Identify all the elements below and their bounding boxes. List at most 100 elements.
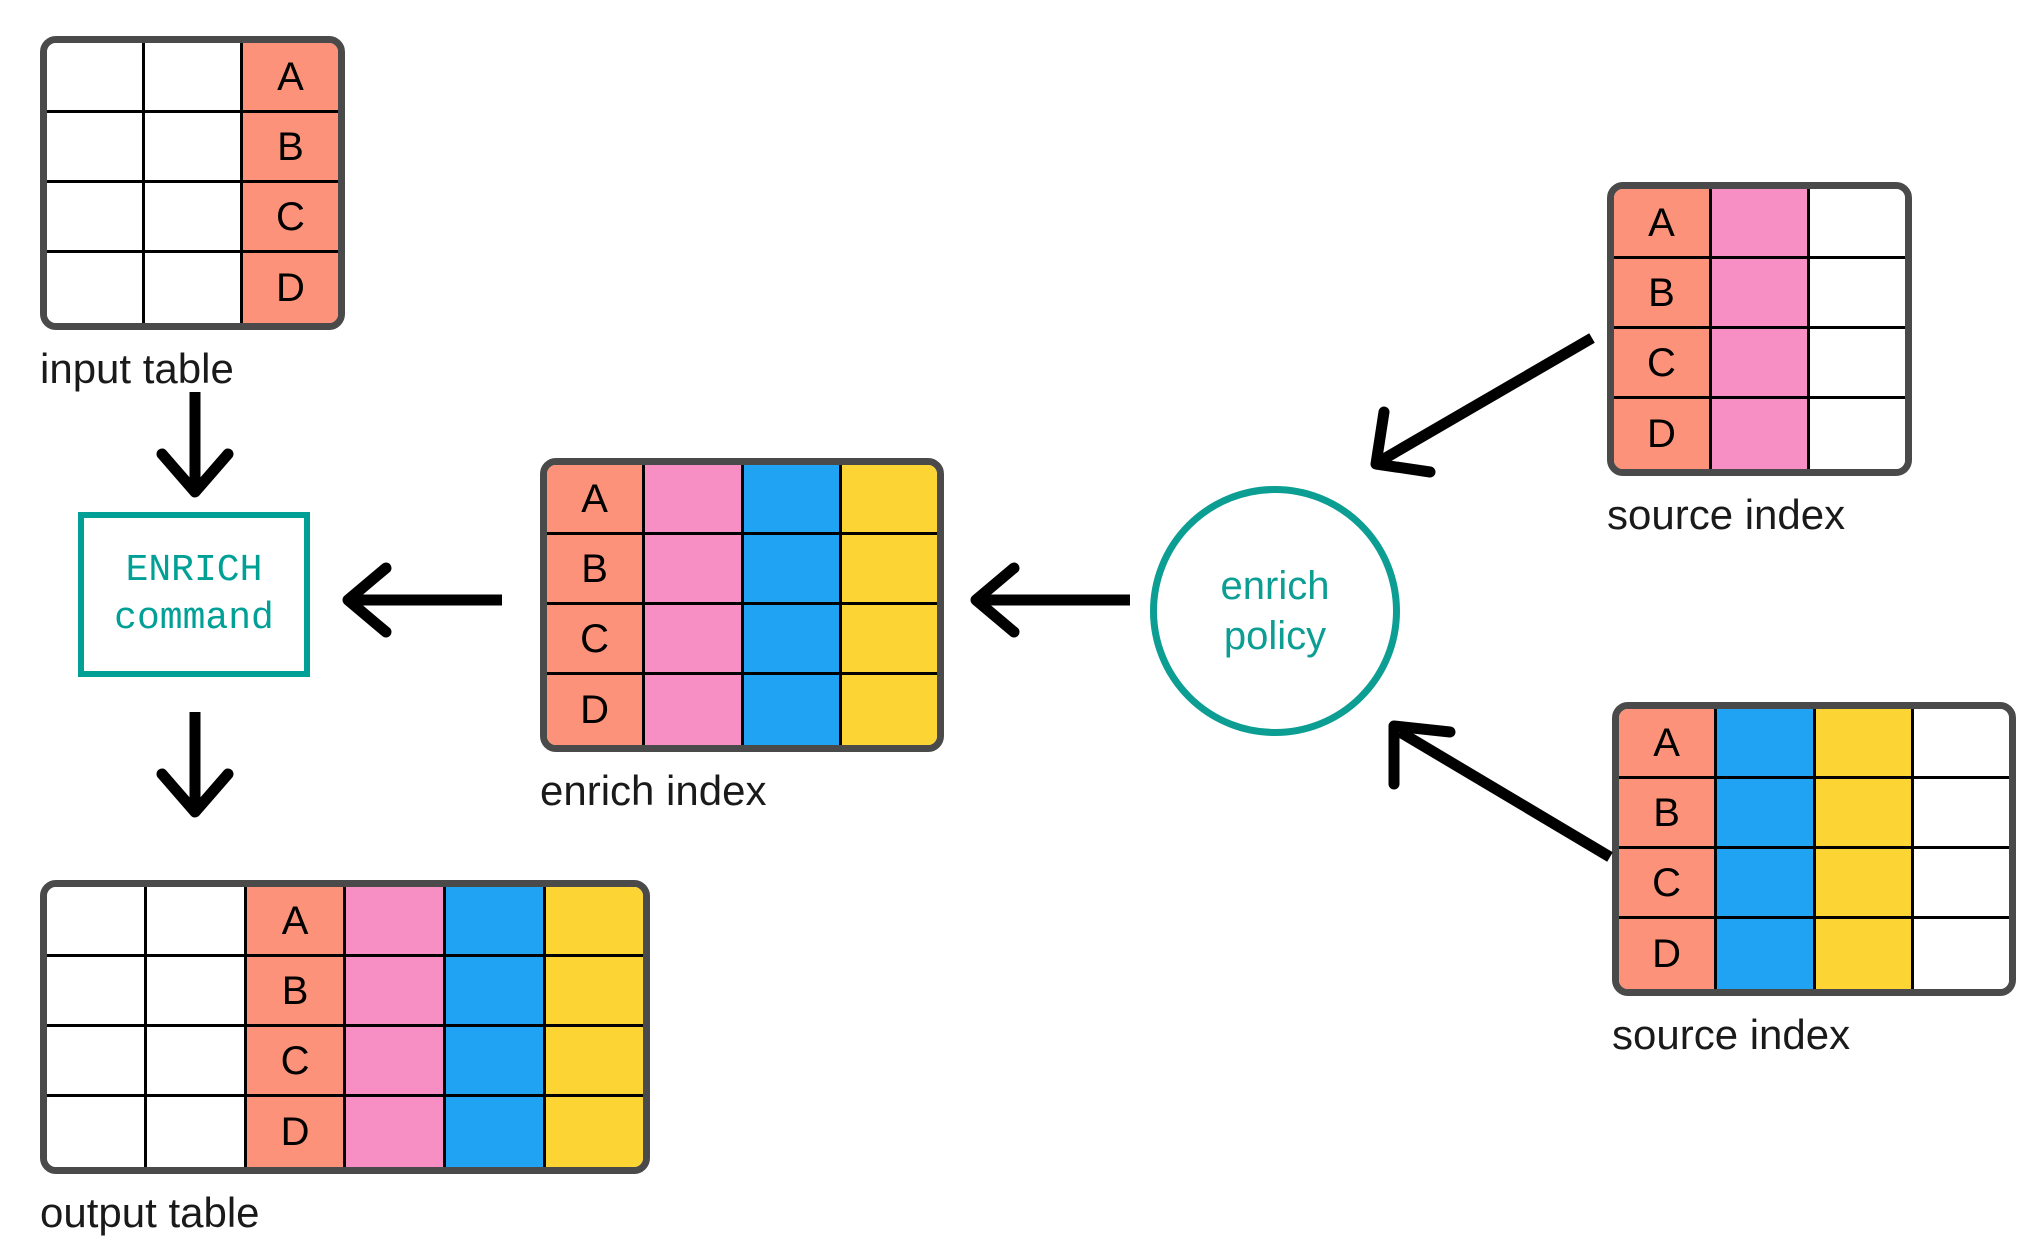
table-cell <box>446 1027 547 1097</box>
table-cell <box>743 605 842 675</box>
table-row: D <box>47 1097 643 1167</box>
table-cell <box>146 1027 247 1097</box>
arrow-command-to-output <box>156 712 234 818</box>
table-row: A <box>1614 189 1905 259</box>
table-cell-key: A <box>547 465 646 535</box>
table-cell-key: C <box>246 1027 347 1097</box>
enrich-policy-line-1: enrich <box>1220 564 1330 608</box>
table-cell <box>841 465 937 535</box>
table-cell <box>145 113 243 183</box>
table-cell <box>1913 779 2009 849</box>
table-cell <box>645 675 744 745</box>
table-cell <box>446 887 547 957</box>
table-row: D <box>1619 919 2009 989</box>
table-cell <box>645 465 744 535</box>
table-cell-key: B <box>243 113 338 183</box>
arrow-enrich-index-to-command <box>342 562 502 638</box>
table-cell <box>47 43 145 113</box>
table-cell-key: D <box>547 675 646 745</box>
table-cell <box>743 465 842 535</box>
table-cell-key: D <box>1614 399 1712 469</box>
table-cell <box>346 1027 447 1097</box>
table-cell <box>1810 259 1905 329</box>
table-cell <box>1913 919 2009 989</box>
table-cell <box>346 887 447 957</box>
table-cell-key: B <box>246 957 347 1027</box>
table-row: C <box>1614 329 1905 399</box>
input-table-label: input table <box>40 345 234 392</box>
table-cell <box>446 1097 547 1167</box>
table-cell <box>841 605 937 675</box>
enrich-command-line-1: ENRICH <box>125 549 263 592</box>
arrow-source-top-to-policy <box>1370 333 1595 478</box>
table-cell-key: C <box>243 183 338 253</box>
table-row: D <box>1614 399 1905 469</box>
table-row: C <box>1619 849 2009 919</box>
table-row: B <box>547 535 937 605</box>
table-cell <box>47 183 145 253</box>
arrow-source-bottom-to-policy <box>1388 720 1613 862</box>
enrich-index-label: enrich index <box>540 767 767 814</box>
table-cell <box>346 957 447 1027</box>
table-cell <box>47 253 145 323</box>
table-cell <box>743 535 842 605</box>
table-cell <box>1712 399 1810 469</box>
table-cell-key: D <box>243 253 338 323</box>
table-cell-key: B <box>547 535 646 605</box>
table-cell <box>645 535 744 605</box>
table-cell <box>47 887 147 957</box>
table-cell <box>47 113 145 183</box>
table-row: D <box>47 253 338 323</box>
table-cell <box>346 1097 447 1167</box>
table-row: B <box>47 113 338 183</box>
arrow-policy-to-enrich-index <box>970 562 1130 638</box>
enrich-policy-line-2: policy <box>1223 614 1327 658</box>
table-cell-key: D <box>1619 919 1718 989</box>
table-cell-key: D <box>246 1097 347 1167</box>
source-index-bottom-label: source index <box>1612 1011 1851 1058</box>
table-cell-key: C <box>1619 849 1718 919</box>
table-row: C <box>47 183 338 253</box>
table-cell <box>446 957 547 1027</box>
table-row: C <box>547 605 937 675</box>
table-cell <box>146 1097 247 1167</box>
table-cell <box>47 1097 147 1167</box>
table-cell <box>145 183 243 253</box>
table-row: B <box>1614 259 1905 329</box>
table-cell <box>841 535 937 605</box>
table-cell <box>1815 849 1914 919</box>
output-table-label: output table <box>40 1189 260 1236</box>
table-cell <box>546 957 643 1027</box>
table-cell <box>146 887 247 957</box>
table-cell <box>1717 779 1816 849</box>
table-cell <box>1913 709 2009 779</box>
table-cell <box>1717 919 1816 989</box>
table-row: B <box>1619 779 2009 849</box>
table-cell-key: A <box>246 887 347 957</box>
table-cell <box>1717 709 1816 779</box>
table-row: A <box>1619 709 2009 779</box>
table-cell <box>645 605 744 675</box>
table-cell <box>145 253 243 323</box>
table-cell <box>546 1027 643 1097</box>
table-cell-key: C <box>547 605 646 675</box>
table-cell-key: C <box>1614 329 1712 399</box>
table-cell <box>1810 189 1905 259</box>
table-row: D <box>547 675 937 745</box>
enrich-command-box[interactable]: ENRICH command <box>78 512 310 677</box>
enrich-policy-circle[interactable]: enrich policy <box>1150 486 1400 736</box>
table-cell <box>47 1027 147 1097</box>
table-cell <box>546 887 643 957</box>
table-cell-key: A <box>1614 189 1712 259</box>
table-cell-key: B <box>1614 259 1712 329</box>
table-cell <box>743 675 842 745</box>
